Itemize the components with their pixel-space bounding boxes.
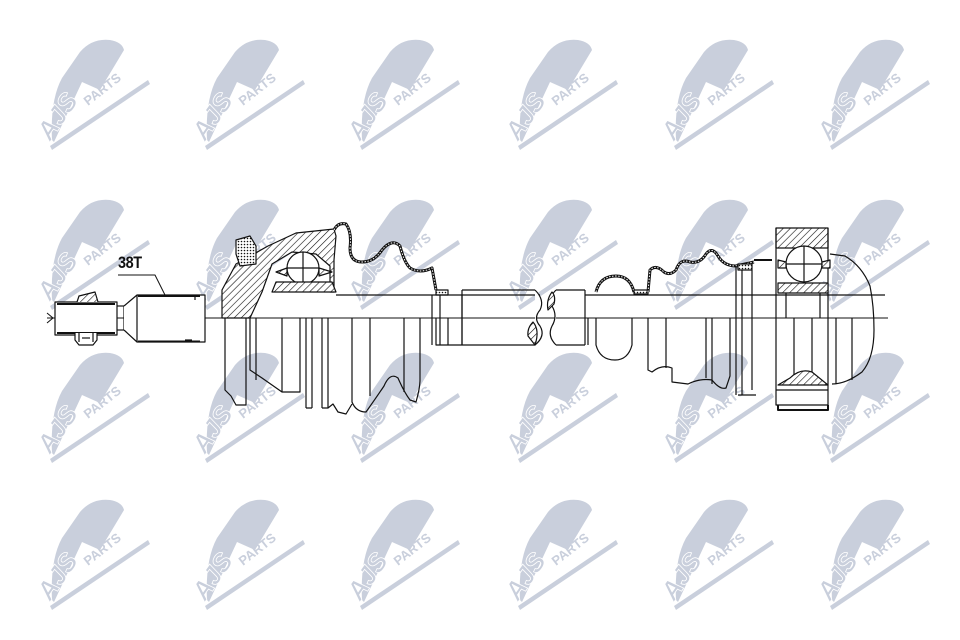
outer-cv-joint <box>221 228 353 415</box>
spline-count-label: 38T <box>118 253 142 272</box>
inner-cv-joint <box>775 227 875 411</box>
annotation-leader <box>118 274 166 296</box>
intermediate-shaft-left <box>336 289 543 346</box>
inner-boot <box>587 249 772 396</box>
spline-section <box>123 294 206 343</box>
threaded-stub <box>54 301 125 336</box>
intermediate-shaft-right <box>546 289 885 346</box>
outer-boot <box>332 222 449 413</box>
nut <box>74 291 99 346</box>
